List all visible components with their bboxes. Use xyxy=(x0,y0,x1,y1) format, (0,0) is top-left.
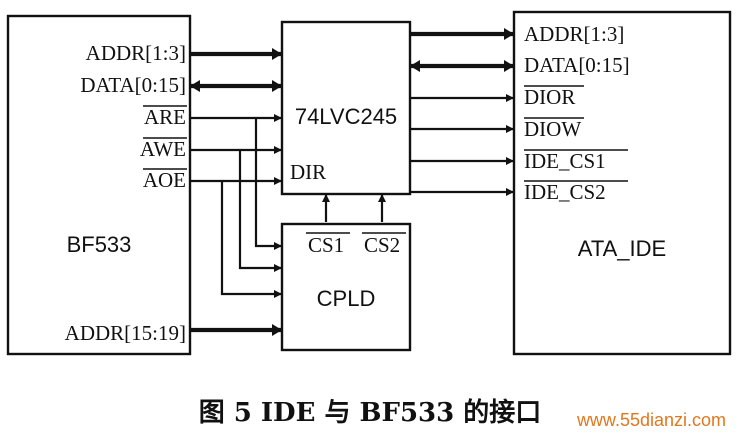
figure-caption: 图 5 IDE 与 BF533 的接口 xyxy=(198,398,542,428)
dir-pin-label: DIR xyxy=(290,160,326,184)
bf533-data-label: DATA[0:15] xyxy=(80,73,186,97)
ata-diow-label: DIOW xyxy=(524,117,581,141)
ata-dior-label: DIOR xyxy=(524,85,575,109)
bf533-awe-label: AWE xyxy=(140,137,186,161)
are-tap-to-cpld xyxy=(254,118,282,250)
transceiver-label: 74LVC245 xyxy=(295,104,397,129)
bf533-label: BF533 xyxy=(67,232,132,257)
transceiver-block xyxy=(280,20,412,196)
awe-tap-to-cpld xyxy=(238,150,282,272)
cpld-block xyxy=(280,222,412,352)
ata-ide-cs2-label: IDE_CS2 xyxy=(524,180,606,204)
bf533-block xyxy=(6,14,192,356)
bf533-are-label: ARE xyxy=(144,105,186,129)
watermark: www.55dianzi.com xyxy=(576,410,726,430)
bf533-addr-high-label: ADDR[15:19] xyxy=(65,321,186,345)
ata-ide-label: ATA_IDE xyxy=(578,236,666,261)
ata-data-label: DATA[0:15] xyxy=(524,53,630,77)
ata-ide-block xyxy=(512,10,732,356)
cs2-pin-label: CS2 xyxy=(364,233,400,257)
ata-addr-label: ADDR[1:3] xyxy=(524,22,624,46)
aoe-tap-to-cpld xyxy=(220,181,282,298)
bf533-aoe-label: AOE xyxy=(143,168,186,192)
cpld-label: CPLD xyxy=(317,286,376,311)
cs1-pin-label: CS1 xyxy=(308,233,344,257)
ata-ide-cs1-label: IDE_CS1 xyxy=(524,149,606,173)
bf533-addr-label: ADDR[1:3] xyxy=(86,41,186,65)
